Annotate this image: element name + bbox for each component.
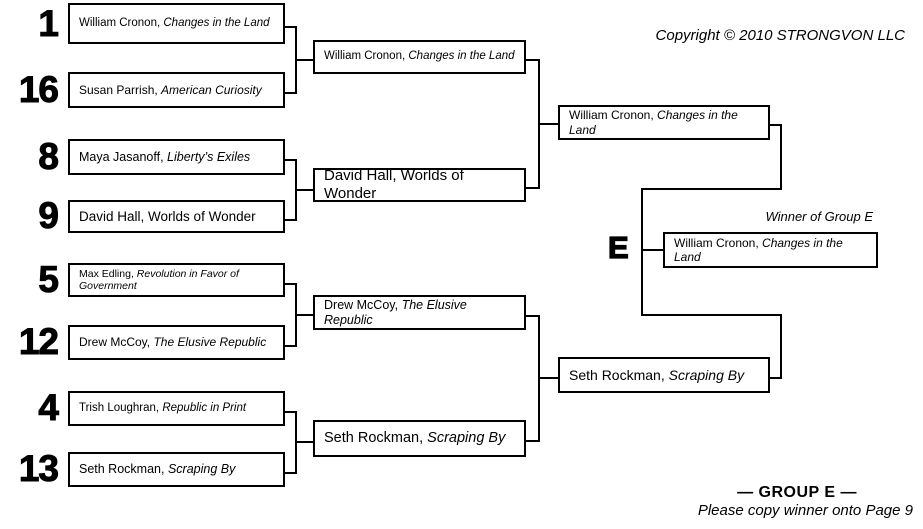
connector-line <box>540 123 558 125</box>
group-heading: — GROUP E — <box>737 484 857 501</box>
r3-bottom-winner-box: Seth Rockman, Scraping By <box>558 357 770 393</box>
entry-author: Seth Rockman, <box>569 366 665 383</box>
group-winner-box: William Cronon, Changes in the Land <box>663 232 878 268</box>
entry-title: American Curiosity <box>161 82 262 97</box>
r2-match1-winner-box: William Cronon, Changes in the Land <box>313 40 526 74</box>
connector-line <box>297 314 313 316</box>
connector-line <box>641 249 643 316</box>
seed-label: 12 <box>18 321 59 362</box>
entry-title: Changes in the Land <box>569 108 738 137</box>
entry-title: Revolution in Favor of Government <box>79 267 239 292</box>
connector-line <box>297 189 313 191</box>
entry-title: Scraping By <box>427 429 506 446</box>
connector-line <box>770 124 782 126</box>
seed-label: 4 <box>38 387 60 428</box>
footer-note: Please copy winner onto Page 9 <box>697 502 913 519</box>
connector-line <box>295 411 297 474</box>
group-letter: E <box>607 230 629 265</box>
connector-line <box>780 314 782 379</box>
r1-seed16-entry-box: Susan Parrish, American Curiosity <box>68 72 285 108</box>
connector-line <box>538 59 540 189</box>
seed-label: 1 <box>38 3 60 44</box>
connector-line <box>641 188 782 190</box>
connector-line <box>538 315 540 442</box>
r1-seed9-entry-box: David Hall, Worlds of Wonder <box>68 200 285 233</box>
connector-line <box>295 26 297 94</box>
r1-seed12-entry-box: Drew McCoy, The Elusive Republic <box>68 325 285 360</box>
connector-line <box>540 377 558 379</box>
entry-title: Changes in the Land <box>163 16 270 29</box>
connector-line <box>285 159 297 161</box>
entry-author: Drew McCoy, <box>79 335 151 350</box>
entry-title: Worlds of Wonder <box>324 167 464 202</box>
entry-author: William Cronon, <box>569 108 654 123</box>
entry-title: Worlds of Wonder <box>148 208 256 224</box>
connector-line <box>526 440 540 442</box>
r1-seed5-entry-box: Max Edling, Revolution in Favor of Gover… <box>68 263 285 297</box>
winner-of-group-label: Winner of Group E <box>765 209 873 224</box>
connector-line <box>285 92 297 94</box>
connector-line <box>526 187 540 189</box>
entry-title: Changes in the Land <box>408 50 515 63</box>
r1-seed1-entry-box: William Cronon, Changes in the Land <box>68 3 285 44</box>
entry-author: Maya Jasanoff, <box>79 149 164 164</box>
connector-line <box>297 441 313 443</box>
connector-line <box>641 188 643 251</box>
r2-match2-winner-box: David Hall, Worlds of Wonder <box>313 167 526 202</box>
entry-title: Republic in Print <box>162 401 247 414</box>
entry-title: The Elusive Republic <box>324 297 467 327</box>
connector-line <box>285 345 297 347</box>
entry-author: Drew McCoy, <box>324 297 399 312</box>
connector-line <box>526 315 540 317</box>
connector-line <box>285 411 297 413</box>
r3-top-winner-box: William Cronon, Changes in the Land <box>558 105 770 140</box>
r2-match3-winner-box: Drew McCoy, The Elusive Republic <box>313 295 526 330</box>
connector-line <box>297 59 313 61</box>
connector-line <box>770 377 782 379</box>
entry-title: Scraping By <box>668 366 745 383</box>
copyright-text: Copyright © 2010 STRONGVON LLC <box>655 27 905 44</box>
entry-author: Seth Rockman, <box>324 429 424 446</box>
seed-label: 5 <box>38 259 60 300</box>
entry-title: The Elusive Republic <box>153 335 267 350</box>
r2-match4-winner-box: Seth Rockman, Scraping By <box>313 420 526 457</box>
entry-author: David Hall, <box>79 208 145 224</box>
entry-title: Changes in the Land <box>674 235 843 264</box>
entry-author: Seth Rockman, <box>79 462 165 477</box>
connector-line <box>526 59 540 61</box>
connector-line <box>780 124 782 190</box>
entry-author: William Cronon, <box>674 235 759 250</box>
seed-label: 13 <box>18 448 59 489</box>
connector-line <box>295 159 297 221</box>
connector-line <box>285 472 297 474</box>
entry-title: Scraping By <box>167 462 236 477</box>
entry-author: David Hall, <box>324 167 397 185</box>
connector-line <box>285 219 297 221</box>
connector-line <box>285 283 297 285</box>
connector-line <box>641 314 782 316</box>
seed-label: 8 <box>38 136 60 177</box>
connector-line <box>641 249 663 251</box>
connector-line <box>295 283 297 347</box>
entry-author: William Cronon, <box>79 16 161 29</box>
entry-author: Susan Parrish, <box>79 82 158 97</box>
entry-title: Liberty’s Exiles <box>167 149 251 164</box>
r1-seed4-entry-box: Trish Loughran, Republic in Print <box>68 391 285 426</box>
connector-line <box>285 26 297 28</box>
r1-seed8-entry-box: Maya Jasanoff, Liberty’s Exiles <box>68 139 285 175</box>
seed-label: 9 <box>38 195 60 236</box>
entry-author: Max Edling, <box>79 267 134 280</box>
entry-author: Trish Loughran, <box>79 401 160 414</box>
entry-author: William Cronon, <box>324 50 406 63</box>
seed-label: 16 <box>18 69 59 110</box>
r1-seed13-entry-box: Seth Rockman, Scraping By <box>68 452 285 487</box>
